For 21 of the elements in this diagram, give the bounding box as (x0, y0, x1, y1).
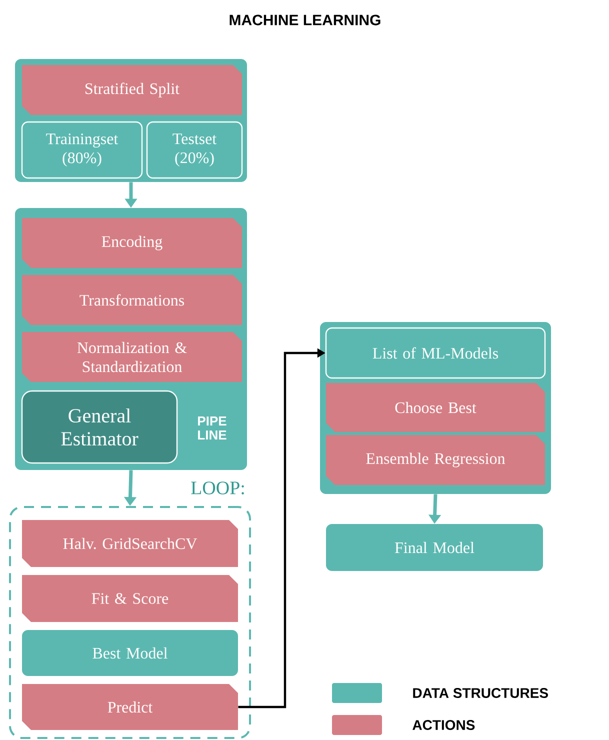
data-box: Best Model (22, 630, 238, 676)
pipeline-label: PIPE LINE (198, 416, 226, 440)
data-box: Testset (20%) (146, 121, 243, 179)
title: MACHINE LEARNING (230, 14, 380, 26)
loop-box (9, 482, 251, 739)
action-box: Choose Best (326, 383, 545, 432)
action-box: Normalization & Standardization (22, 332, 242, 382)
legend-label: DATA STRUCTURES (413, 688, 548, 698)
action-box: Fit & Score (22, 575, 238, 622)
estimator-box: General Estimator (21, 390, 178, 464)
loop-label: LOOP: (191, 482, 244, 494)
action-box: Stratified Split (22, 65, 242, 115)
data-box: List of ML-Models (325, 327, 546, 379)
action-box: Encoding (22, 218, 242, 268)
action-box: Halv. GridSearchCV (22, 520, 238, 567)
data-box: Trainingset (80%) (21, 121, 143, 179)
action-box: Ensemble Regression (326, 435, 545, 485)
legend-label: ACTIONS (412, 720, 475, 730)
action-box: Predict (22, 684, 238, 730)
data-box: Final Model (326, 524, 543, 571)
action-box: Transformations (22, 275, 242, 325)
